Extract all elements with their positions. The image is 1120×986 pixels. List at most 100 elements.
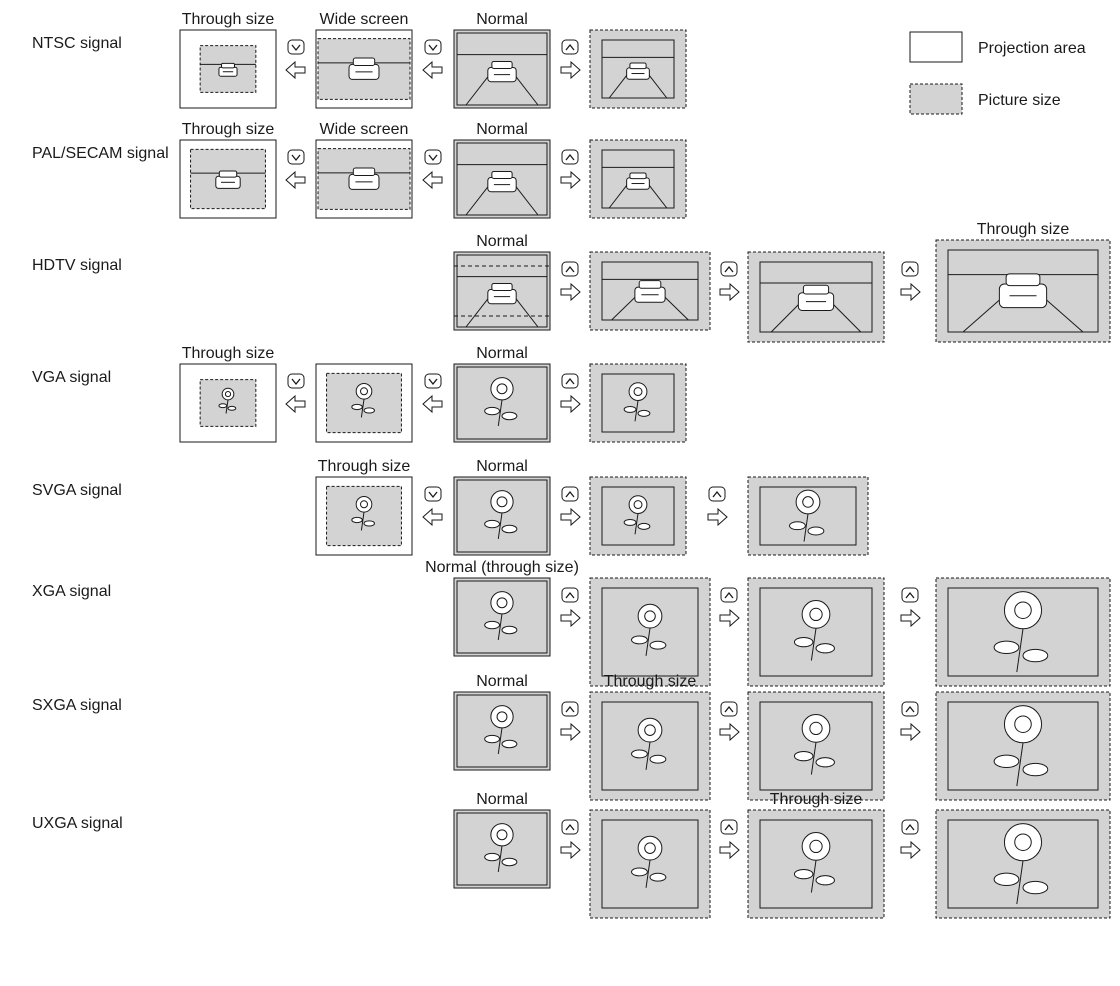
rose-leaf (815, 757, 835, 768)
arrow-right-icon (719, 608, 740, 628)
rose-leaf (363, 520, 375, 527)
chevron-icon (565, 705, 575, 713)
size-panel: Through size (179, 11, 277, 109)
rose-center (802, 496, 814, 508)
up-key-icon (561, 39, 579, 55)
car-windshield (638, 280, 662, 289)
arrow-right-icon (719, 282, 740, 302)
rose-leaf (623, 518, 637, 526)
signal-label: VGA signal (32, 369, 111, 386)
rose-leaf (993, 640, 1020, 655)
projection-area (456, 32, 548, 106)
picture-size-swatch (909, 83, 963, 115)
rose-leaf (484, 519, 501, 529)
arrow-right-icon (560, 722, 581, 742)
arrow-right-icon (900, 722, 921, 742)
projection-area (947, 819, 1099, 909)
arrow-left-icon (422, 507, 443, 527)
rose-bloom (637, 717, 663, 743)
signal-label: HDTV signal (32, 257, 122, 274)
up-key-icon (561, 149, 579, 165)
projection-area (759, 701, 873, 791)
size-panel: Normal (453, 458, 551, 556)
up-key-icon (901, 261, 919, 277)
rose-bloom (628, 382, 648, 402)
arrow-left-icon (422, 170, 443, 190)
zoom-down-arrow (285, 39, 306, 80)
rose-center (224, 390, 232, 398)
projection-area (601, 149, 675, 209)
arrow-left-icon (285, 60, 306, 80)
rose-leaf (815, 643, 835, 654)
picture-size (747, 691, 885, 801)
panel-caption: Normal (476, 233, 528, 250)
road-edge (465, 182, 492, 216)
road-edge (962, 294, 1006, 333)
zoom-up-arrow (560, 587, 581, 628)
rose-leaf (993, 754, 1020, 769)
projection-area (601, 701, 699, 791)
size-panel: Through size (179, 345, 277, 443)
zoom-down-arrow (422, 149, 443, 190)
rose-bloom (355, 495, 373, 513)
size-panel (315, 363, 413, 443)
rose-center (496, 829, 508, 841)
rose-bloom (490, 490, 514, 514)
rose-bloom (637, 603, 663, 629)
rose-leaf (501, 524, 518, 534)
rose-leaf (631, 867, 648, 877)
rose-bloom (490, 823, 514, 847)
rose-stem (1016, 742, 1024, 787)
down-key-icon (424, 39, 442, 55)
size-panel: Normal (through size) (425, 559, 579, 657)
arrow-right-icon (560, 394, 581, 414)
chevron-icon (291, 378, 301, 386)
chevron-icon (724, 591, 734, 599)
rose-bloom (637, 835, 663, 861)
panel-caption: Through size (977, 221, 1070, 238)
rose-center (809, 607, 823, 622)
projection-area (456, 812, 548, 886)
rose-leaf (484, 852, 501, 862)
rose-leaf (484, 406, 501, 416)
rose-leaf (637, 409, 651, 417)
rose-leaf (789, 521, 806, 531)
picture-size (589, 691, 711, 801)
road-edge (661, 293, 689, 321)
arrow-right-icon (707, 507, 728, 527)
arrow-right-icon (560, 60, 581, 80)
rose-stem (360, 512, 365, 531)
road-edge (512, 72, 539, 106)
chevron-icon (724, 265, 734, 273)
car-windshield (218, 170, 238, 178)
up-key-icon (561, 261, 579, 277)
size-panel (935, 691, 1111, 801)
size-panel: Normal (453, 11, 551, 109)
rose-stem (497, 845, 503, 872)
picture-size (747, 809, 885, 919)
rose-leaf (649, 640, 667, 650)
rose-center (809, 721, 823, 736)
zoom-up-arrow (560, 701, 581, 742)
rose-leaf (623, 405, 637, 413)
chevron-icon (905, 823, 915, 831)
rose-center (496, 711, 508, 723)
projection-area (601, 819, 699, 909)
arrow-left-icon (422, 60, 443, 80)
rose-leaf (631, 635, 648, 645)
rose-leaf (1022, 648, 1049, 663)
projection-area (759, 819, 873, 909)
road-edge (1040, 294, 1084, 333)
zoom-down-arrow (285, 373, 306, 414)
projection-area (456, 580, 548, 654)
rose-leaf (227, 405, 237, 411)
size-panel (589, 29, 687, 109)
rose-center (644, 842, 656, 854)
rose-center (1014, 833, 1032, 851)
zoom-up-arrow (719, 261, 740, 302)
up-key-icon (720, 587, 738, 603)
picture-size (326, 485, 402, 547)
chevron-icon (291, 154, 301, 162)
up-key-icon (561, 373, 579, 389)
rose-leaf (501, 625, 518, 635)
